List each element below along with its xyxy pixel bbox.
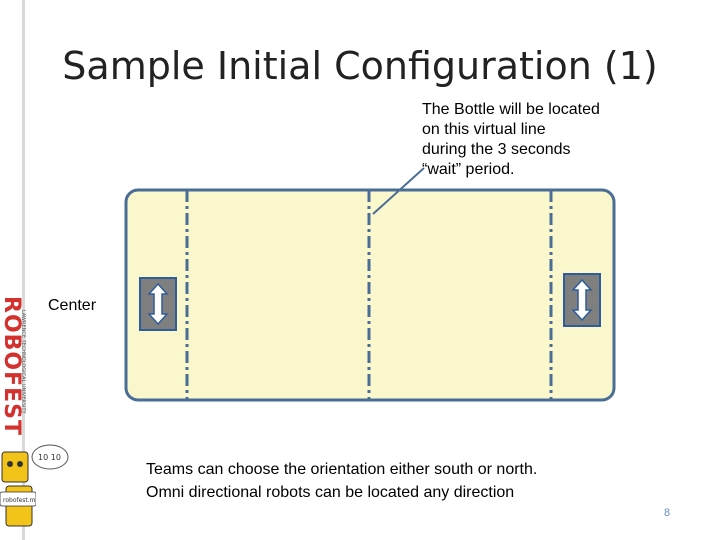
center-label: Center [48,297,97,314]
robofest-logo: ROBOFEST LAWRENCE TECHNOLOGICAL UNIVERSI… [0,296,36,527]
left-robot [139,277,177,331]
right-robot [563,273,601,327]
orientation-note-line-2: Omni directional robots can be located a… [146,484,515,501]
slide-title: Sample Initial Configuration (1) [62,44,658,88]
orientation-notes: Teams can choose the orientation either … [146,458,537,504]
robofest-logo-wordmark: ROBOFEST [0,296,24,436]
callout-pointer [372,167,425,215]
bottle-callout-text: The Bottle will be located on this virtu… [422,101,600,178]
right-robot-double-arrow-icon [571,278,593,322]
orientation-note-line-1: Teams can choose the orientation either … [146,461,538,478]
svg-text:10 10: 10 10 [38,453,61,462]
svg-text:robofest.me: robofest.me [3,497,36,504]
mascot-speech-badge: 10 10 [31,444,69,470]
left-robot-double-arrow-icon [147,282,169,326]
page-number: 8 [664,507,671,519]
sidebar-divider [22,0,25,540]
svg-text:LAWRENCE TECHNOLOGICAL UNIVERS: LAWRENCE TECHNOLOGICAL UNIVERSITY [20,310,26,415]
robot-mascot-icon: robofest.me [0,451,36,527]
